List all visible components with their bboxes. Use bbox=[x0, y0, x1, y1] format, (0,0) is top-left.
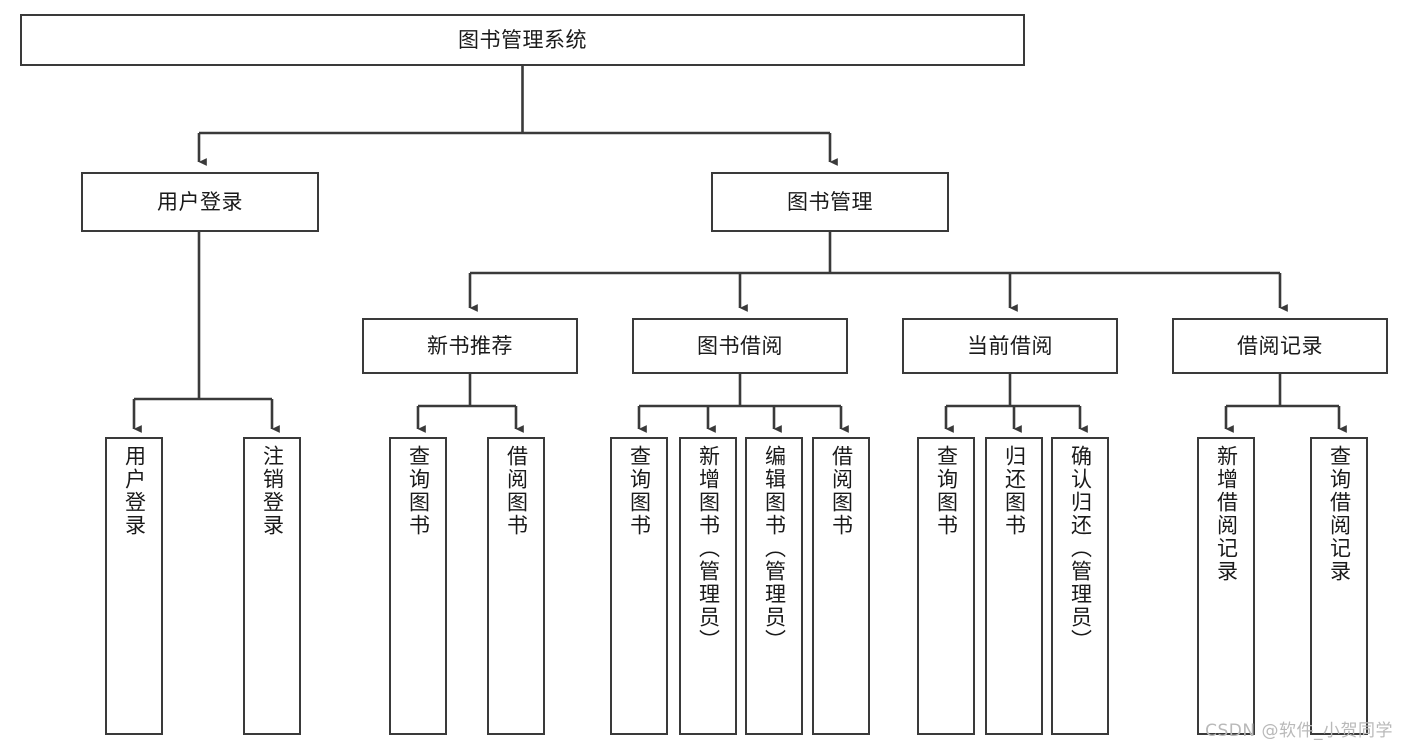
leaf-confirm-return-admin[interactable]: 确认归还（管理员） bbox=[1051, 437, 1109, 735]
node-label: 查询借阅记录 bbox=[1327, 445, 1352, 583]
csdn-watermark: CSDN @软件_小贺同学 bbox=[1205, 721, 1393, 741]
leaf-logout[interactable]: 注销登录 bbox=[243, 437, 301, 735]
node-current-borrow[interactable]: 当前借阅 bbox=[902, 318, 1118, 374]
node-label: 用户登录 bbox=[122, 445, 147, 537]
node-label: 新书推荐 bbox=[427, 333, 513, 358]
node-book-borrow[interactable]: 图书借阅 bbox=[632, 318, 848, 374]
leaf-borrow-book-recommend[interactable]: 借阅图书 bbox=[487, 437, 545, 735]
leaf-add-borrow-record[interactable]: 新增借阅记录 bbox=[1197, 437, 1255, 735]
node-label: 查询图书 bbox=[627, 445, 652, 537]
node-label: 图书管理 bbox=[787, 189, 873, 214]
node-label: 图书管理系统 bbox=[458, 27, 587, 52]
node-label: 查询图书 bbox=[934, 445, 959, 537]
node-root-system[interactable]: 图书管理系统 bbox=[20, 14, 1025, 66]
node-label: 用户登录 bbox=[157, 189, 243, 214]
node-label: 确认归还（管理员） bbox=[1068, 445, 1093, 652]
leaf-query-book-recommend[interactable]: 查询图书 bbox=[389, 437, 447, 735]
node-label: 新增图书（管理员） bbox=[696, 445, 721, 652]
node-label: 当前借阅 bbox=[967, 333, 1053, 358]
node-user-login[interactable]: 用户登录 bbox=[81, 172, 319, 232]
node-new-book-recommend[interactable]: 新书推荐 bbox=[362, 318, 578, 374]
node-label: 新增借阅记录 bbox=[1214, 445, 1239, 583]
leaf-add-book-admin[interactable]: 新增图书（管理员） bbox=[679, 437, 737, 735]
node-label: 查询图书 bbox=[406, 445, 431, 537]
leaf-query-book-current[interactable]: 查询图书 bbox=[917, 437, 975, 735]
node-label: 图书借阅 bbox=[697, 333, 783, 358]
leaf-query-borrow-record[interactable]: 查询借阅记录 bbox=[1310, 437, 1368, 735]
leaf-query-book-borrow[interactable]: 查询图书 bbox=[610, 437, 668, 735]
node-label: 注销登录 bbox=[260, 445, 285, 537]
leaf-return-book[interactable]: 归还图书 bbox=[985, 437, 1043, 735]
node-label: 借阅图书 bbox=[829, 445, 854, 537]
leaf-borrow-book[interactable]: 借阅图书 bbox=[812, 437, 870, 735]
node-label: 借阅记录 bbox=[1237, 333, 1323, 358]
leaf-edit-book-admin[interactable]: 编辑图书（管理员） bbox=[745, 437, 803, 735]
node-label: 借阅图书 bbox=[504, 445, 529, 537]
node-borrow-records[interactable]: 借阅记录 bbox=[1172, 318, 1388, 374]
node-book-management[interactable]: 图书管理 bbox=[711, 172, 949, 232]
node-label: 归还图书 bbox=[1002, 445, 1027, 537]
leaf-user-login[interactable]: 用户登录 bbox=[105, 437, 163, 735]
node-label: 编辑图书（管理员） bbox=[762, 445, 787, 652]
